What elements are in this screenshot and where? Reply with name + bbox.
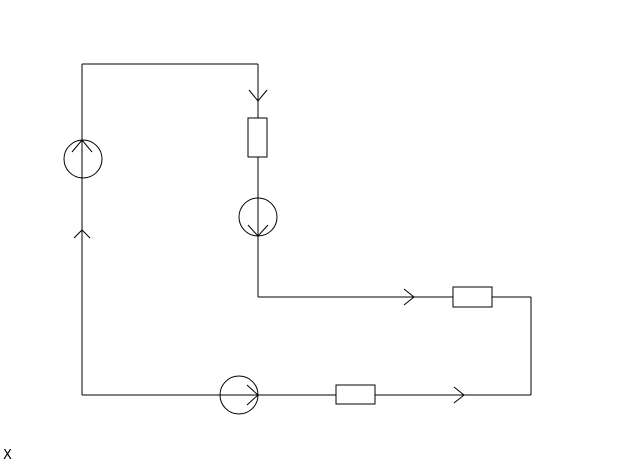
right-resistor — [452, 286, 493, 308]
arrow-up-left — [73, 229, 91, 239]
bottom-source — [219, 375, 259, 415]
arrow-down-middle — [248, 89, 268, 102]
arrow-right-bottom — [453, 386, 465, 404]
arrow-right-middle — [403, 288, 415, 306]
middle-source — [238, 197, 278, 237]
corner-label: X — [3, 448, 12, 463]
top-resistor — [247, 117, 268, 158]
bottom-resistor — [335, 384, 376, 405]
left-source — [63, 139, 103, 179]
wires — [81, 63, 532, 396]
